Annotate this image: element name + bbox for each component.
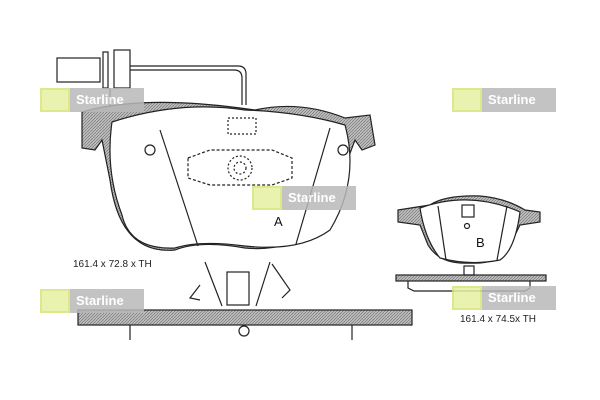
starline-watermark: Starline xyxy=(40,289,144,313)
starline-logo-icon xyxy=(452,286,482,310)
starline-logo-icon xyxy=(40,88,70,112)
starline-watermark: Starline xyxy=(452,286,556,310)
pad-b xyxy=(395,195,547,292)
pad-a xyxy=(81,101,376,251)
starline-logo-icon xyxy=(40,289,70,313)
pad-a-label: A xyxy=(274,214,283,229)
starline-logo-icon xyxy=(452,88,482,112)
pad-b-dimensions: 161.4 x 74.5x TH xyxy=(460,314,536,325)
pad-b-label: B xyxy=(476,235,485,250)
wear-sensor xyxy=(56,49,247,114)
pad-a-side-view xyxy=(77,261,413,340)
starline-watermark: Starline xyxy=(252,186,356,210)
starline-watermark: Starline xyxy=(40,88,144,112)
pad-a-dimensions: 161.4 x 72.8 x TH xyxy=(73,259,152,270)
starline-logo-icon xyxy=(252,186,282,210)
starline-watermark: Starline xyxy=(452,88,556,112)
